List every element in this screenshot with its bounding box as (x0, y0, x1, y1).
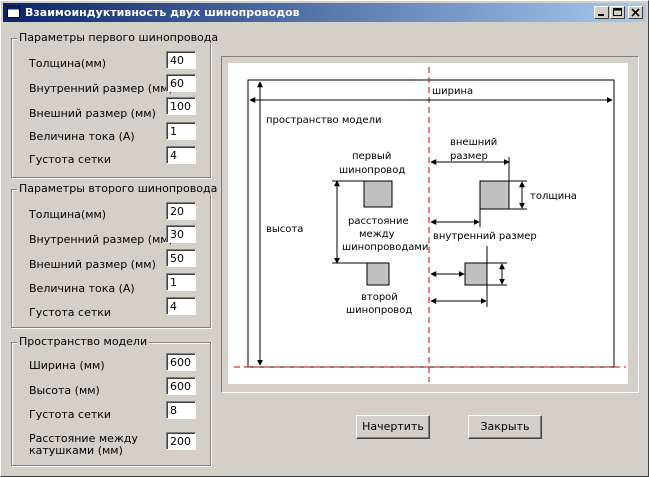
mesh-density-input[interactable]: 4 (166, 146, 196, 164)
first-bus-rect (363, 180, 393, 208)
outer-size-label: размер (450, 151, 488, 162)
second-bus-rect (366, 262, 390, 286)
first-bus-params-group: Параметры первого шинопровода Толщина(мм… (11, 31, 221, 178)
inner-size-label: внутренний размер (433, 231, 537, 242)
field-label: Толщина(мм) (29, 208, 107, 221)
label-line: Расстояние между (29, 432, 138, 445)
inner-size-input[interactable]: 30 (166, 225, 196, 243)
width-input[interactable]: 600 (166, 353, 196, 371)
close-button[interactable]: Закрыть (468, 415, 542, 439)
field-label: Густота сетки (29, 408, 112, 421)
label-line: катушками (мм) (29, 444, 123, 457)
thickness-input[interactable]: 20 (166, 202, 196, 220)
distance-label: шинопроводами (342, 242, 428, 253)
mesh-density-input[interactable]: 4 (166, 297, 196, 315)
model-space-frame (247, 79, 615, 368)
minimize-icon (598, 14, 604, 16)
field-label: Внутренний размер (мм) (29, 233, 173, 246)
field-label: Величина тока (А) (29, 282, 135, 295)
field-label: Густота сетки (29, 306, 112, 319)
close-window-button[interactable] (628, 6, 643, 19)
current-input[interactable]: 1 (166, 273, 196, 291)
field-label: Ширина (мм) (29, 359, 105, 372)
mesh-density-input[interactable]: 8 (166, 401, 196, 419)
outer-size-label: внешний (450, 137, 497, 148)
distance-label: между (359, 229, 395, 240)
field-label: Величина тока (А) (29, 130, 135, 143)
group-title: Параметры второго шинопровода (17, 182, 220, 195)
field-label: Высота (мм) (29, 384, 100, 397)
app-icon (7, 6, 20, 18)
thickness-label: толщина (530, 191, 577, 202)
height-input[interactable]: 600 (166, 377, 196, 395)
space-label: пространство модели (266, 115, 381, 126)
diagram-panel: ширина пространство модели высота первый… (221, 56, 639, 393)
inner-size-input[interactable]: 60 (166, 74, 196, 92)
draw-button[interactable]: Начертить (356, 415, 430, 439)
second-bus-params-group: Параметры второго шинопровода Толщина(мм… (11, 182, 220, 328)
second-bus-label: второй (361, 292, 398, 303)
outer-size-input[interactable]: 100 (166, 97, 196, 115)
field-label: Густота сетки (29, 153, 112, 166)
second-bus-label: шинопровод (346, 305, 412, 316)
first-bus-label: первый (352, 151, 391, 162)
height-label: высота (266, 224, 303, 235)
maximize-icon (613, 8, 622, 16)
second-bus-detail-rect (464, 262, 488, 286)
field-label: Толщина(мм) (29, 57, 107, 70)
schematic-diagram: ширина пространство модели высота первый… (228, 63, 628, 384)
group-title: Параметры первого шинопровода (17, 31, 221, 44)
close-icon (631, 8, 640, 17)
outer-size-input[interactable]: 50 (166, 249, 196, 267)
title-bar[interactable]: Взаимоиндуктивность двух шинопроводов (3, 3, 646, 22)
maximize-button[interactable] (610, 6, 625, 19)
distance-label: расстояние (348, 216, 409, 227)
window-title: Взаимоиндуктивность двух шинопроводов (25, 6, 300, 19)
group-title: Пространство модели (17, 335, 150, 348)
thickness-input[interactable]: 40 (166, 51, 196, 69)
field-label: Внешний размер (мм) (29, 107, 156, 120)
first-bus-label: шинопровод (339, 165, 405, 176)
width-label: ширина (432, 86, 473, 97)
field-label: Расстояние между катушками (мм) (29, 433, 138, 457)
field-label: Внутренний размер (мм) (29, 82, 173, 95)
current-input[interactable]: 1 (166, 122, 196, 140)
diagram-canvas (228, 63, 628, 384)
coil-distance-input[interactable]: 200 (166, 432, 196, 450)
field-label: Внешний размер (мм) (29, 258, 156, 271)
minimize-button[interactable] (594, 6, 609, 19)
first-bus-detail-rect (479, 180, 510, 210)
model-space-group: Пространство модели Ширина (мм) 600 Высо… (11, 335, 211, 466)
